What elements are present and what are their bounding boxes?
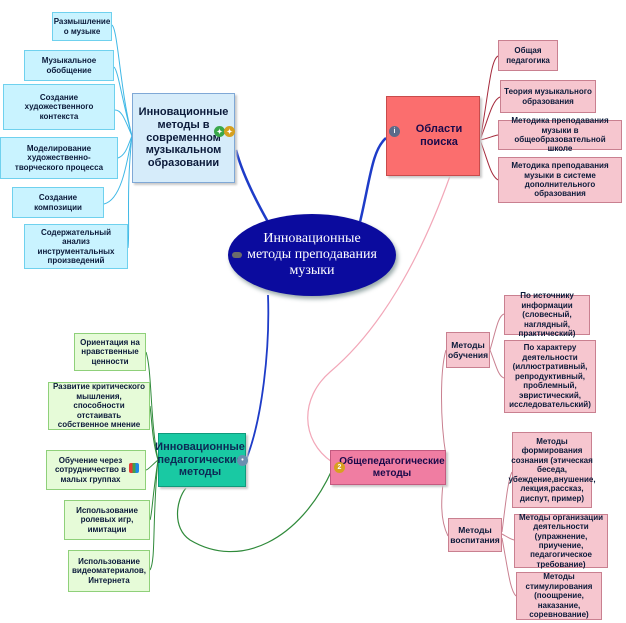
link-central-music [234,149,270,223]
link-general-teaching [441,349,447,457]
grid-icon [129,463,139,473]
leaf-music-1[interactable]: Размышление о музыке [52,12,112,41]
leaf-music-3[interactable]: Создание художественного контекста [3,84,115,130]
link-teaching-1 [489,313,505,351]
branch-ped-methods[interactable]: Инновационные педагогические методы [155,433,246,487]
link-central-ped [245,294,270,461]
leaf-teaching-1[interactable]: По источнику информации (словесный, нагл… [504,291,590,338]
leaf-upbringing-3[interactable]: Методы стимулирования (поощрение, наказа… [516,572,602,620]
link-central-search [358,137,387,223]
leaf-teaching-2[interactable]: По характеру деятельности (иллюстративны… [504,340,596,413]
leaf-search-3[interactable]: Методика преподавания музыки в общеобраз… [498,116,622,153]
note-icon: • [237,455,248,466]
info-icon: i [389,126,400,137]
link-upbringing-3 [501,537,517,597]
leaf-ped-5[interactable]: Использование видеоматериалов, Интернета [68,550,150,592]
links-search [479,55,501,181]
branch-music-methods[interactable]: Инновационные методы в современном музык… [132,93,235,183]
leaf-ped-2[interactable]: Развитие критического мышления, способно… [48,382,150,430]
branch-search-areas[interactable]: Области поиска [386,96,480,176]
link-icon [232,252,242,258]
sub-teaching-methods[interactable]: Методы обучения [446,332,490,368]
number-icon: 2 [334,462,345,473]
sub-upbringing-methods[interactable]: Методы воспитания [448,518,502,552]
leaf-search-1[interactable]: Общая педагогика [498,40,558,71]
puzzle-icon: ✦ [214,126,225,137]
links-ped [145,351,159,571]
leaf-upbringing-1[interactable]: Методы формирования сознания (этическая … [508,432,596,508]
central-topic[interactable]: Инновационные методы преподавания музыки [228,214,396,296]
leaf-music-2[interactable]: Музыкальное обобщение [24,50,114,81]
leaf-upbringing-2[interactable]: Методы организации деятельности (упражне… [514,513,608,569]
link-search-general [307,175,451,463]
branch-general-methods[interactable]: Общепедагогические методы [330,450,446,485]
leaf-music-5[interactable]: Создание композиции [12,187,104,218]
link-upbringing-2 [501,533,515,541]
leaf-ped-4[interactable]: Использование ролевых игр, имитации [64,500,150,540]
link-general-ped [177,469,333,553]
link-upbringing-1 [501,471,513,533]
leaf-music-4[interactable]: Моделирование художественно-творческого … [0,137,118,179]
leaf-search-2[interactable]: Теория музыкального образования [500,80,596,113]
leaf-search-4[interactable]: Методика преподавания музыки в системе д… [498,157,622,203]
links-music [103,24,133,249]
gear-icon: ✦ [224,126,235,137]
leaf-ped-1[interactable]: Ориентация на нравственные ценности [74,333,146,371]
link-teaching-2 [489,349,505,379]
leaf-music-6[interactable]: Содержательный анализ инструментальных п… [24,224,128,269]
